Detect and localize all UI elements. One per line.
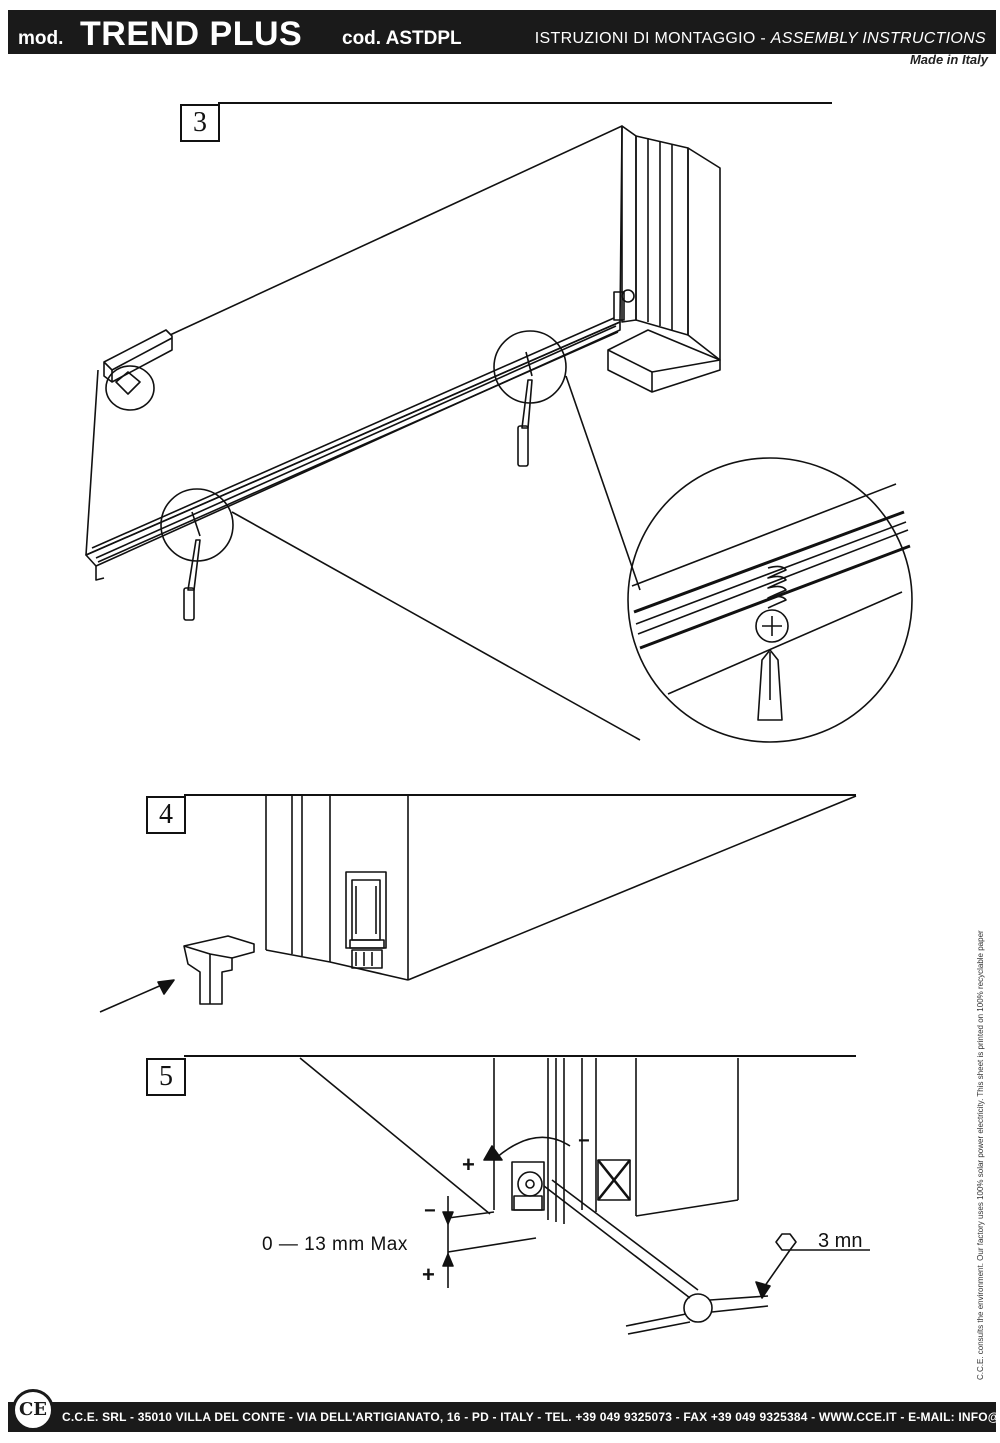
model-name: TREND PLUS	[80, 15, 303, 53]
footer-bar: C.C.E. SRL - 35010 VILLA DEL CONTE - VIA…	[8, 1402, 1000, 1432]
step-4-rule	[184, 794, 856, 796]
instructions-title: ISTRUZIONI DI MONTAGGIO - ASSEMBLY INSTR…	[535, 30, 986, 48]
cce-logo: CE	[12, 1389, 54, 1431]
step-3-number: 3	[180, 104, 220, 142]
step-5-adjustment-drawing	[299, 1057, 870, 1335]
step-3-door-panel-drawing	[85, 125, 721, 741]
company-address: C.C.E. SRL - 35010 VILLA DEL CONTE - VIA…	[62, 1410, 1000, 1424]
header-bar: mod. TREND PLUS cod. ASTDPL ISTRUZIONI D…	[8, 10, 996, 54]
environment-note: C.C.E. consults the environment. Our fac…	[976, 930, 985, 1380]
instructions-it: ISTRUZIONI DI MONTAGGIO -	[534, 30, 771, 47]
step-5-rule	[184, 1055, 856, 1057]
made-in-italy: Made in Italy	[909, 52, 988, 67]
step-3-rule	[218, 102, 832, 104]
plus-sign-upper: +	[462, 1152, 475, 1177]
mod-label: mod.	[18, 28, 64, 49]
step-4-number: 4	[146, 796, 186, 834]
product-code: cod. ASTDPL	[342, 28, 462, 49]
adjustment-range-label: 0 — 13 mm Max	[262, 1234, 408, 1255]
plus-sign-lower: +	[422, 1262, 435, 1287]
instructions-en: ASSEMBLY INSTRUCTIONS	[770, 30, 986, 47]
step-3-screw-detail	[627, 457, 913, 743]
minus-sign-upper: −	[578, 1130, 590, 1152]
step-5-number: 5	[146, 1058, 186, 1096]
step-4-end-cap-drawing	[99, 795, 857, 1013]
hex-key-size-label: 3 mn	[818, 1230, 863, 1252]
minus-sign-lower: −	[424, 1200, 436, 1222]
